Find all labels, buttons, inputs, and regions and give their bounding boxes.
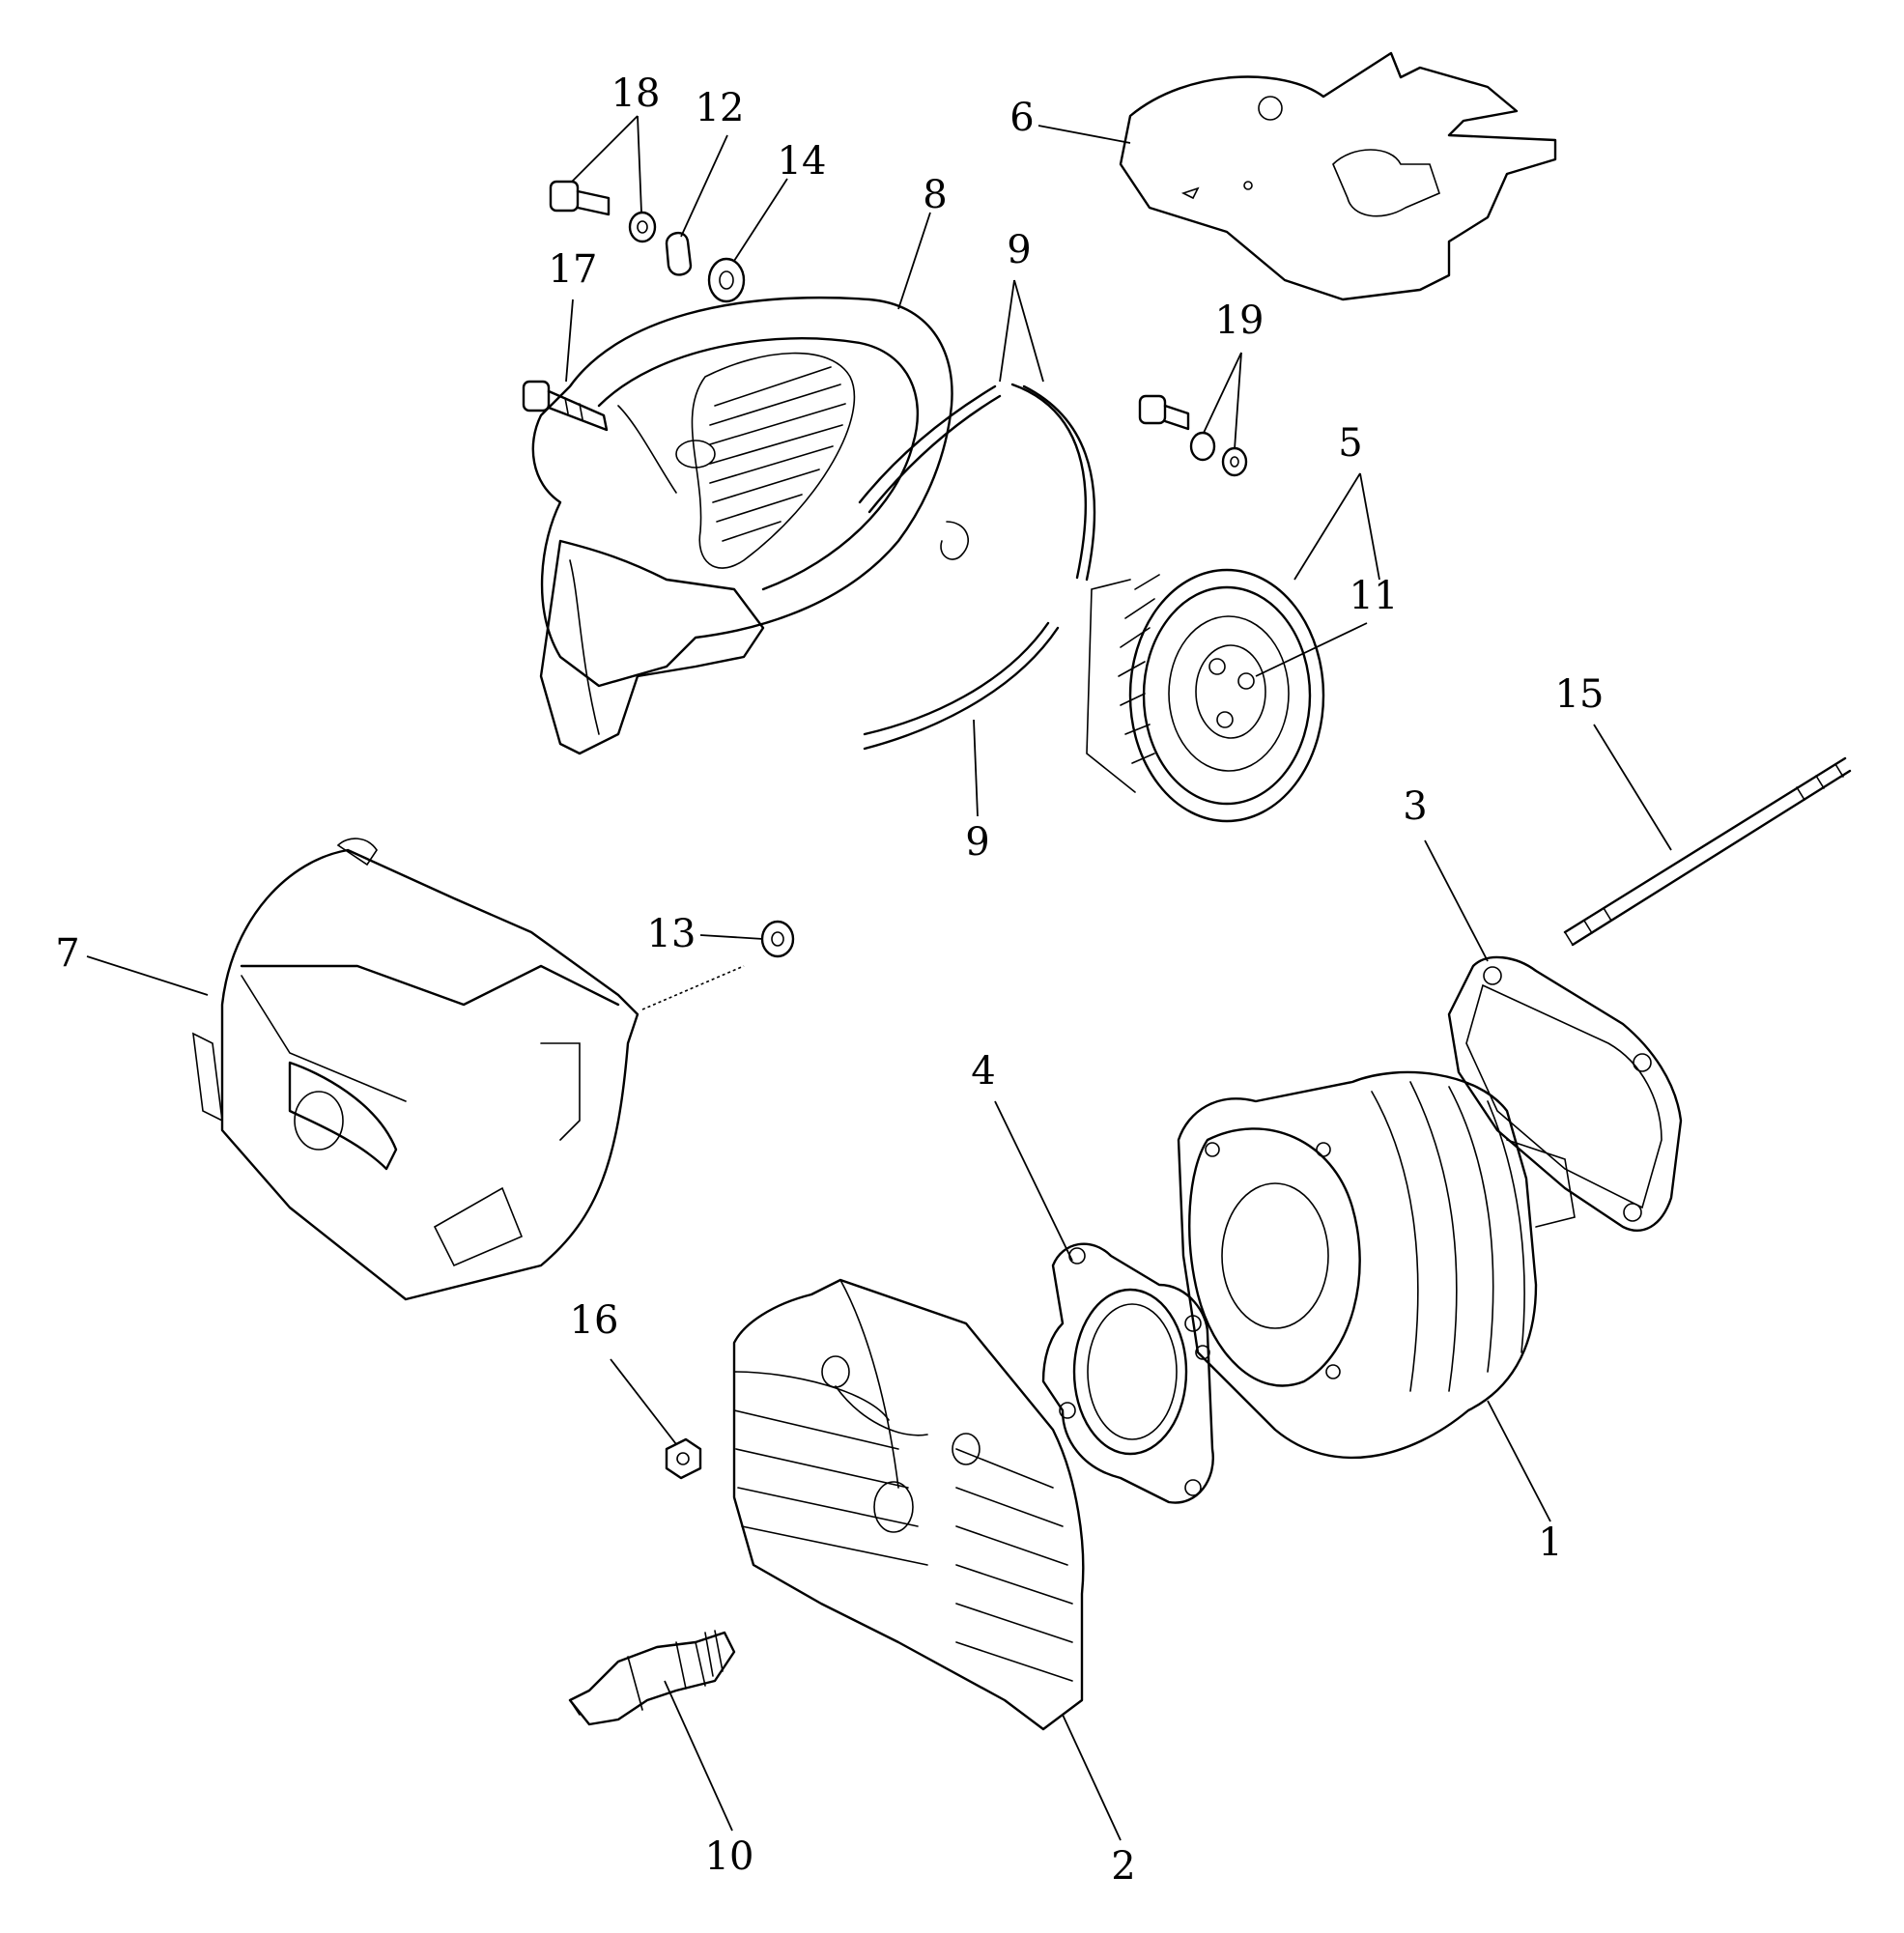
callout-13: 13	[647, 912, 696, 956]
callout-12: 12	[696, 86, 745, 130]
cylinder-head-part-2	[732, 1278, 1085, 1731]
base-gasket-part-3	[1447, 955, 1683, 1232]
collar-part-12	[665, 232, 693, 276]
callout-5: 5	[1338, 421, 1362, 466]
washer-part-19	[1189, 431, 1248, 477]
callout-9-top: 9	[1007, 228, 1031, 272]
callout-2: 2	[1111, 1844, 1135, 1889]
screw-part-17	[522, 380, 609, 432]
callout-17: 17	[549, 247, 598, 292]
callout-11: 11	[1350, 574, 1399, 618]
gasket-plate-part-6	[1119, 51, 1557, 301]
callout-4: 4	[971, 1049, 995, 1094]
stud-part-15	[1563, 756, 1852, 947]
head-gasket-part-4	[1041, 1242, 1214, 1504]
flywheel-part-5	[1086, 568, 1325, 823]
cylinder-cover-part-7	[192, 838, 745, 1301]
callout-8: 8	[923, 173, 947, 217]
hose-parts-9	[858, 383, 1096, 751]
callout-9-bottom: 9	[965, 820, 989, 865]
callout-1: 1	[1538, 1521, 1562, 1565]
callout-numbers: 1 2 3 4 5 6 7 8 9 9 10 11 12 13 14 15 16…	[55, 71, 1604, 1889]
callout-3: 3	[1403, 784, 1427, 829]
nut-part-16	[665, 1437, 702, 1480]
callout-15: 15	[1555, 672, 1605, 717]
callout-7: 7	[55, 931, 79, 976]
bolt-part-19	[1138, 394, 1190, 431]
shroud-part-8	[531, 296, 969, 755]
callout-6: 6	[1009, 96, 1034, 140]
leader-lines	[86, 115, 1672, 1841]
callout-10: 10	[705, 1834, 754, 1879]
spark-plug-part-10	[568, 1630, 736, 1726]
grommet-part-13	[760, 920, 795, 958]
grommet-part-14	[707, 257, 746, 303]
callout-19: 19	[1215, 298, 1265, 343]
washer-part-18	[628, 211, 657, 243]
cylinder-part-1	[1177, 1070, 1576, 1460]
callout-18: 18	[611, 71, 661, 116]
callout-14: 14	[778, 139, 827, 184]
callout-16: 16	[570, 1298, 619, 1343]
bolt-part-18	[549, 180, 611, 216]
